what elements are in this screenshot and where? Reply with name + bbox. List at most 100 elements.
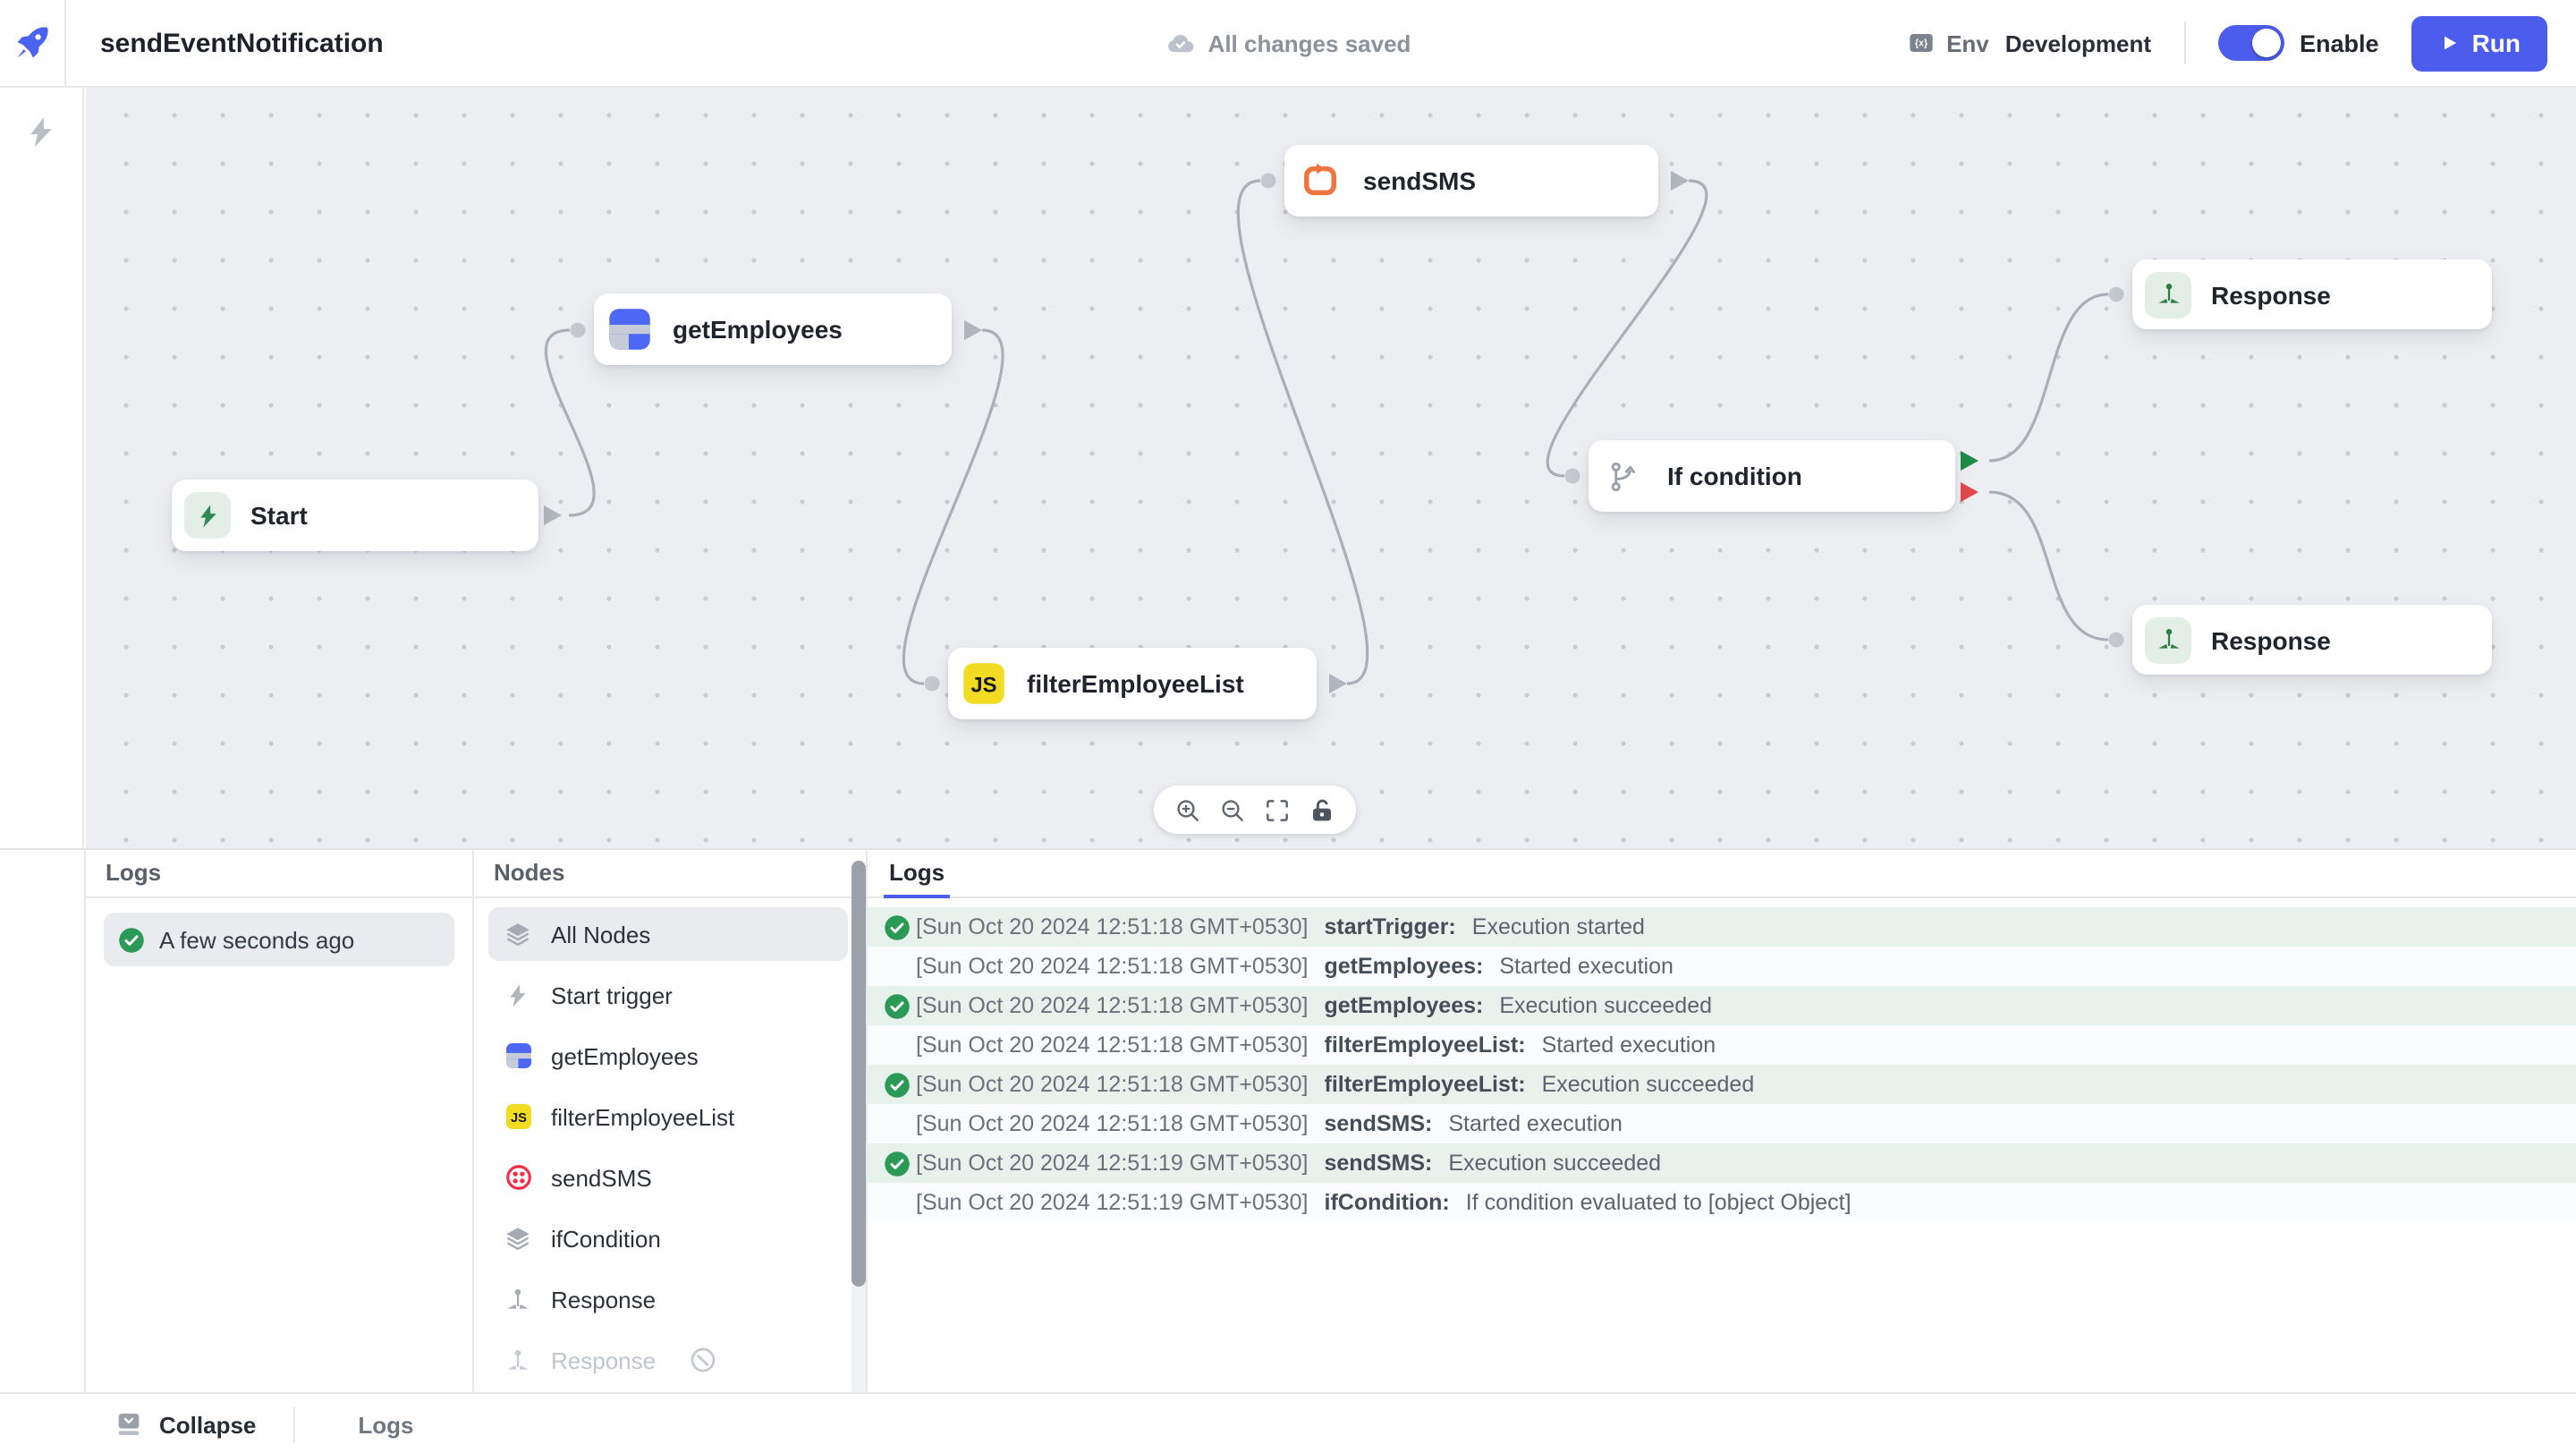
fit-view-icon[interactable] — [1263, 795, 1292, 824]
nodes-list-item-label: filterEmployeeList — [551, 1103, 734, 1130]
nodes-column: Nodes All Nodes Start trigger getEmploye… — [474, 850, 868, 1394]
tab-logs[interactable]: Logs — [884, 850, 950, 897]
success-check-icon — [878, 1071, 916, 1098]
node-response-2[interactable]: Response — [2132, 605, 2492, 675]
output-port-filterEmployeeList[interactable] — [1329, 674, 1347, 693]
success-check-icon — [878, 992, 916, 1019]
log-entries: [Sun Oct 20 2024 12:51:18 GMT+0530] star… — [868, 898, 2576, 1222]
output-port-getEmployees[interactable] — [964, 320, 982, 340]
app-logo[interactable] — [0, 0, 66, 86]
nodes-list-item-filterEmployeeList[interactable]: filterEmployeeList — [488, 1090, 848, 1143]
log-message: Execution succeeded — [1542, 1072, 1755, 1097]
success-check-icon — [118, 926, 145, 953]
edge-ifCondition-false-response[interactable] — [1989, 492, 2108, 640]
env-icon — [1907, 29, 1936, 57]
layers-icon — [503, 919, 533, 949]
log-timestamp: [Sun Oct 20 2024 12:51:18 GMT+0530] — [916, 914, 1309, 939]
edge-sendSMS-ifCondition[interactable] — [1547, 181, 1707, 476]
edge-filterEmployeeList-sendSMS[interactable] — [1238, 181, 1367, 684]
log-row[interactable]: [Sun Oct 20 2024 12:51:18 GMT+0530] send… — [868, 1104, 2576, 1143]
node-response-1[interactable]: Response — [2132, 259, 2492, 329]
log-row[interactable]: [Sun Oct 20 2024 12:51:19 GMT+0530] send… — [868, 1143, 2576, 1183]
nodes-list-item-ifCondition[interactable]: ifCondition — [488, 1211, 848, 1265]
input-port-response-1[interactable] — [2109, 287, 2124, 302]
rocket-icon — [13, 23, 52, 63]
nodes-list-item-label: Start trigger — [551, 981, 673, 1008]
log-row[interactable]: [Sun Oct 20 2024 12:51:18 GMT+0530] filt… — [868, 1025, 2576, 1065]
enable-label: Enable — [2300, 30, 2379, 56]
success-check-icon — [878, 1150, 916, 1177]
log-row[interactable]: [Sun Oct 20 2024 12:51:18 GMT+0530] star… — [868, 907, 2576, 947]
divider — [2183, 21, 2185, 64]
input-port-getEmployees[interactable] — [571, 323, 586, 338]
nodes-list-item-all-nodes[interactable]: All Nodes — [488, 907, 848, 961]
trigger-bolt-icon[interactable] — [23, 115, 59, 150]
nodes-list-item-sendSMS[interactable]: sendSMS — [488, 1151, 848, 1204]
edge-getEmployees-filterEmployeeList[interactable] — [903, 330, 1003, 684]
log-row[interactable]: [Sun Oct 20 2024 12:51:18 GMT+0530] filt… — [868, 1065, 2576, 1104]
pin-icon — [2145, 271, 2191, 318]
run-button-label: Run — [2472, 29, 2521, 57]
input-port-sendSMS[interactable] — [1261, 174, 1276, 189]
collapse-button[interactable]: Collapse — [114, 1410, 256, 1439]
bolt-icon — [184, 492, 231, 539]
node-label: Response — [2211, 280, 2331, 309]
nodes-list-item-label: getEmployees — [551, 1042, 699, 1069]
nodes-list-item-response-2[interactable]: Response — [488, 1333, 848, 1387]
toggle-knob — [2251, 29, 2280, 57]
log-message: Started execution — [1448, 1111, 1623, 1136]
output-port-sendSMS[interactable] — [1671, 171, 1689, 191]
log-node-name: startTrigger: — [1325, 914, 1456, 939]
runs-column: Logs A few seconds ago — [86, 850, 474, 1394]
nodes-list-item-start-trigger[interactable]: Start trigger — [488, 968, 848, 1022]
node-label: sendSMS — [1363, 166, 1476, 195]
pin-icon — [2145, 616, 2191, 663]
node-label: filterEmployeeList — [1027, 669, 1244, 698]
environment-selector[interactable]: Env Development — [1907, 29, 2151, 57]
run-button[interactable]: Run — [2411, 15, 2547, 71]
input-port-filterEmployeeList[interactable] — [925, 676, 940, 692]
run-history-item[interactable]: A few seconds ago — [104, 913, 454, 966]
log-message: Execution succeeded — [1448, 1151, 1661, 1176]
env-label: Env — [1946, 30, 1989, 56]
js-icon — [503, 1102, 533, 1131]
logs-column: Logs [Sun Oct 20 2024 12:51:18 GMT+0530]… — [868, 850, 2576, 1394]
divider — [293, 1406, 295, 1442]
zoom-in-icon[interactable] — [1174, 795, 1202, 824]
log-message: If condition evaluated to [object Object… — [1466, 1190, 1852, 1215]
nodes-list-item-getEmployees[interactable]: getEmployees — [488, 1029, 848, 1083]
node-ifCondition[interactable]: If condition — [1589, 440, 1955, 512]
log-timestamp: [Sun Oct 20 2024 12:51:19 GMT+0530] — [916, 1190, 1309, 1215]
nodes-list-item-response-1[interactable]: Response — [488, 1272, 848, 1326]
node-filterEmployeeList[interactable]: filterEmployeeList — [948, 648, 1317, 719]
output-port-start[interactable] — [544, 506, 562, 525]
node-start[interactable]: Start — [172, 480, 538, 551]
node-sendSMS[interactable]: sendSMS — [1284, 145, 1658, 217]
input-port-ifCondition[interactable] — [1565, 469, 1580, 484]
log-row[interactable]: [Sun Oct 20 2024 12:51:19 GMT+0530] ifCo… — [868, 1183, 2576, 1222]
enable-toggle[interactable] — [2217, 25, 2284, 61]
env-value: Development — [2005, 30, 2151, 56]
left-sidebar — [0, 86, 84, 848]
node-label: Response — [2211, 625, 2331, 654]
log-node-name: filterEmployeeList: — [1325, 1032, 1526, 1058]
lock-icon[interactable] — [1308, 795, 1336, 824]
zoom-out-icon[interactable] — [1218, 795, 1247, 824]
output-port-ifCondition-true[interactable] — [1961, 451, 1979, 471]
log-row[interactable]: [Sun Oct 20 2024 12:51:18 GMT+0530] getE… — [868, 947, 2576, 986]
workflow-canvas[interactable]: Start getEmployees filterEmployeeList se… — [86, 86, 2576, 848]
runs-column-header: Logs — [86, 850, 472, 898]
nodes-scrollbar-thumb[interactable] — [852, 861, 866, 1287]
nodes-list-item-label: sendSMS — [551, 1164, 652, 1191]
output-port-ifCondition-false[interactable] — [1961, 482, 1979, 502]
edge-start-getEmployees[interactable] — [546, 330, 594, 515]
nodes-column-header: Nodes — [474, 850, 866, 898]
log-row[interactable]: [Sun Oct 20 2024 12:51:18 GMT+0530] getE… — [868, 986, 2576, 1025]
js-icon — [961, 660, 1007, 707]
edge-ifCondition-true-response[interactable] — [1989, 294, 2108, 461]
input-port-response-2[interactable] — [2109, 633, 2124, 648]
node-getEmployees[interactable]: getEmployees — [594, 293, 952, 365]
bottom-logs-tab[interactable]: Logs — [358, 1411, 413, 1438]
twilio-icon — [503, 1163, 533, 1192]
log-timestamp: [Sun Oct 20 2024 12:51:18 GMT+0530] — [916, 1111, 1309, 1136]
